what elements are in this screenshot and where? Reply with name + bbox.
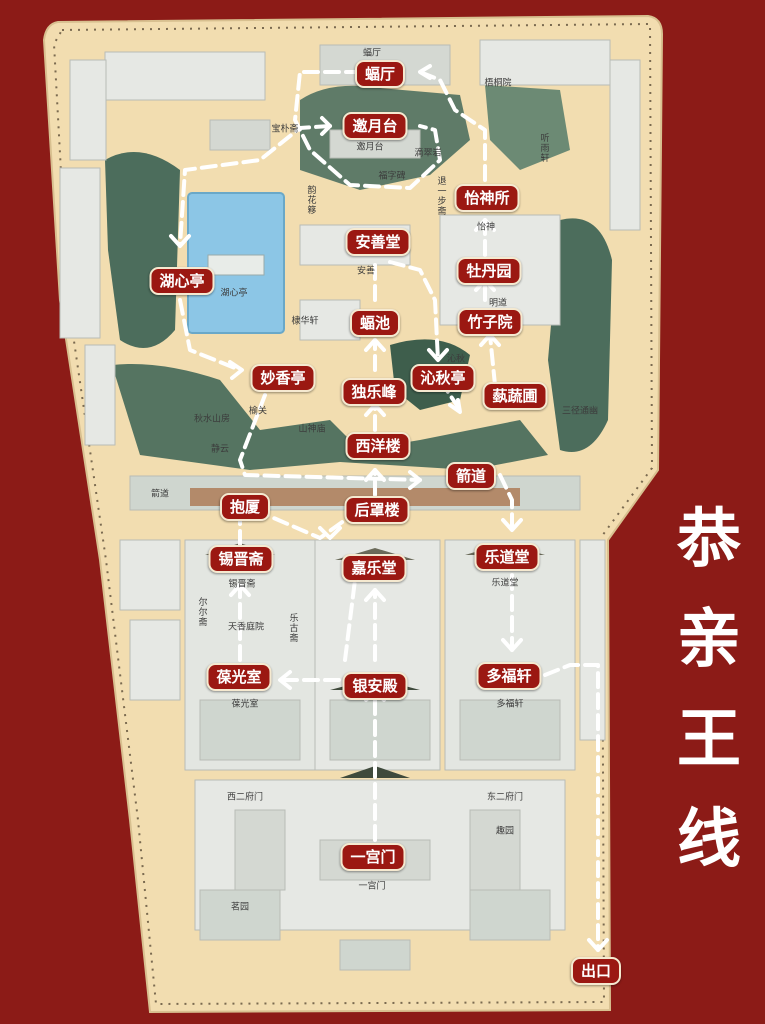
spot-exit[interactable]: 出口 <box>570 957 622 985</box>
route-title-char-4: 线 <box>677 803 741 877</box>
plaque-yishen: 怡神 <box>476 222 496 233</box>
spot-jialetang[interactable]: 嘉乐堂 <box>341 554 407 582</box>
plaque-tingyuxuan: 听雨轩 <box>538 133 549 163</box>
plaque-xijinzhai: 锡晋斋 <box>228 579 256 590</box>
spot-zhuziyuan[interactable]: 竹子院 <box>457 308 523 336</box>
plaque-tianxiangtingyuan: 天香庭院 <box>227 622 265 633</box>
garden-rockery-east <box>548 218 612 452</box>
spot-anshantang[interactable]: 安善堂 <box>345 228 411 256</box>
spot-bichi[interactable]: 蝠池 <box>349 309 401 337</box>
route-title-char-3: 王 <box>677 703 741 777</box>
plaque-dongerfumen: 东二府门 <box>486 792 524 803</box>
plaque-duofuxuan: 多福轩 <box>496 699 524 710</box>
spot-baosha[interactable]: 抱厦 <box>219 493 271 521</box>
plaque-ledaotang: 乐道堂 <box>491 578 519 589</box>
plaque-yaoyuetai: 邀月台 <box>356 142 384 153</box>
garden-rockery-west <box>105 152 180 348</box>
plaque-yunhuayi: 韵花簃 <box>305 185 316 215</box>
plaque-leguzhai: 乐古斋 <box>287 613 298 643</box>
plaque-jingyun: 静云 <box>210 444 230 455</box>
spot-dulefeng[interactable]: 独乐峰 <box>341 378 407 406</box>
spot-xijinzhai[interactable]: 锡晋斋 <box>208 545 274 573</box>
plaque-bianting: 蝠厅 <box>362 48 382 59</box>
plaque-anshantang: 安善 <box>356 266 376 277</box>
plaque-sanjingtongyou: 三径通幽 <box>561 406 599 417</box>
plaque-baopuzhai: 宝朴斋 <box>271 124 299 135</box>
spot-mudanyuan[interactable]: 牡丹园 <box>456 257 522 285</box>
plaque-jiandao: 箭道 <box>150 489 170 500</box>
spot-duofuxuan[interactable]: 多福轩 <box>476 662 542 690</box>
spot-xiyanglou[interactable]: 西洋楼 <box>345 432 411 460</box>
plaque-mingyuan: 茗园 <box>230 902 250 913</box>
spot-jiandao[interactable]: 箭道 <box>445 462 497 490</box>
spot-miaoxiangting[interactable]: 妙香亭 <box>250 364 316 392</box>
plaque-mingdao: 明道 <box>488 298 508 309</box>
plaque-qiushuishanfang: 秋水山房 <box>193 414 231 425</box>
plaque-yuguan: 榆关 <box>248 406 268 417</box>
plaque-baoguangshi: 葆光室 <box>231 699 259 710</box>
tour-route <box>178 70 600 952</box>
route-title: 恭 亲 王 线 <box>668 490 750 890</box>
route-title-char-2: 亲 <box>677 603 741 677</box>
route-arrowheads <box>169 64 609 952</box>
spot-huxinting[interactable]: 湖心亭 <box>149 267 215 295</box>
spot-baoguangshi[interactable]: 葆光室 <box>206 663 272 691</box>
spot-houzhaolou[interactable]: 后罩楼 <box>344 496 410 524</box>
spot-yaoyuetai[interactable]: 邀月台 <box>342 112 408 140</box>
spot-ruishupu[interactable]: 蓺蔬圃 <box>482 382 548 410</box>
plaque-shanshenmiao: 山神庙 <box>298 424 326 435</box>
spot-bianting[interactable]: 蝠厅 <box>354 60 406 88</box>
plaque-huxinting: 湖心亭 <box>220 288 248 299</box>
garden-rockery-south <box>112 364 548 470</box>
plaque-yigongmen: 一宫门 <box>358 881 386 892</box>
route-title-char-1: 恭 <box>677 503 741 577</box>
plaque-dicuiyan: 滴翠岩 <box>414 148 442 159</box>
plaque-tuiyibuzhai: 退一步斋 <box>435 176 446 216</box>
spot-qinqiuting[interactable]: 沁秋亭 <box>410 364 476 392</box>
spot-yishensuo[interactable]: 怡神所 <box>454 184 520 212</box>
plaque-quyuan: 趣园 <box>495 826 515 837</box>
spot-yigongmen[interactable]: 一宫门 <box>340 843 406 871</box>
plaque-qinqiu: 沁秋 <box>446 354 466 365</box>
plaque-tongyin: 梧桐院 <box>484 78 512 89</box>
plaque-dihuaxuan: 棣华轩 <box>291 316 319 327</box>
plaque-erlezhai: 尔尔斋 <box>196 597 207 627</box>
plaque-xierfumen: 西二府门 <box>226 792 264 803</box>
spot-ledaotang[interactable]: 乐道堂 <box>474 543 540 571</box>
plaque-fuzibei: 福字碑 <box>378 171 406 182</box>
spot-yinandian[interactable]: 银安殿 <box>342 672 408 700</box>
